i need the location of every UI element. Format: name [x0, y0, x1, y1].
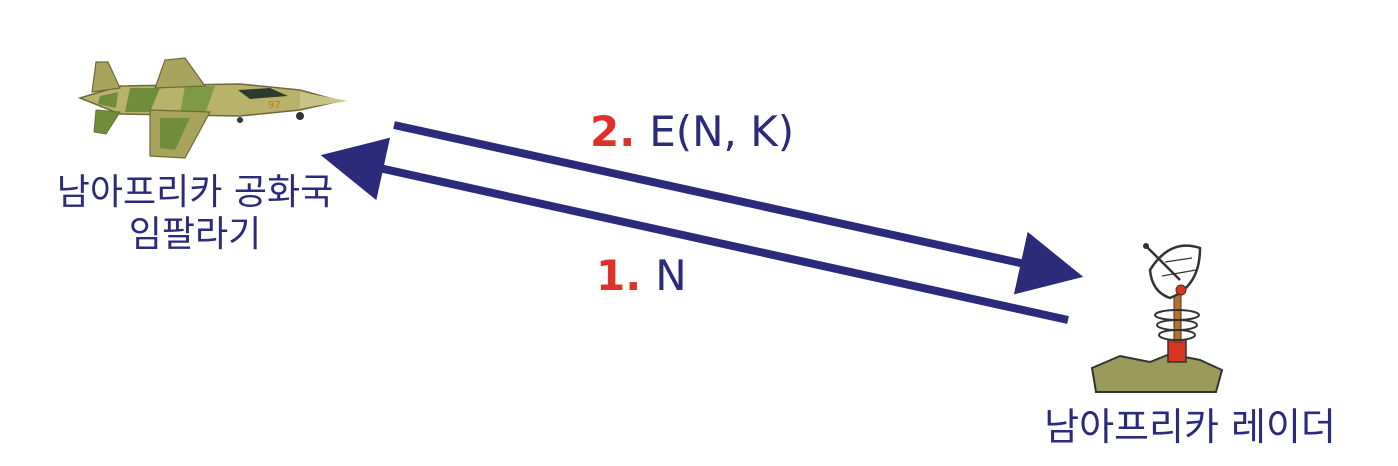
- arrow-radar-to-jet: [320, 137, 1069, 324]
- jet-label: 남아프리카 공화국 임팔라기: [30, 172, 360, 256]
- message-2: 2. E(N, K): [590, 108, 794, 156]
- radar-dish-icon: [1090, 243, 1224, 393]
- message-1: 1. N: [596, 252, 687, 300]
- jet-tail-marking: 97: [268, 100, 281, 111]
- message-2-step: 2.: [590, 107, 636, 156]
- message-1-step: 1.: [596, 251, 642, 300]
- message-2-text: E(N, K): [649, 107, 795, 156]
- jet-label-line2: 임팔라기: [128, 214, 262, 255]
- radar-label: 남아프리카 레이더: [1044, 405, 1336, 449]
- jet-label-line1: 남아프리카 공화국: [56, 172, 334, 213]
- arrow-jet-to-radar: [393, 121, 1084, 295]
- message-1-text: N: [655, 251, 687, 300]
- jet-icon: 97: [77, 57, 348, 159]
